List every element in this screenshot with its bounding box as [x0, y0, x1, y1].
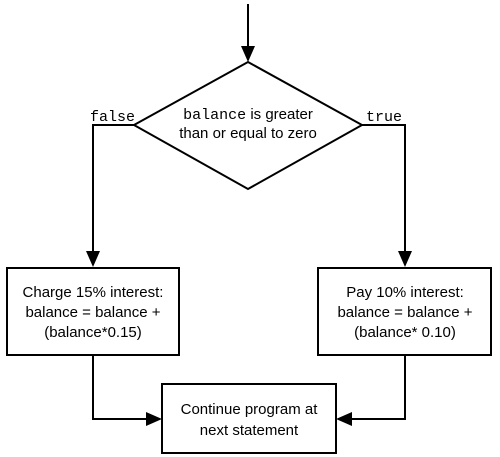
true-branch: true — [362, 109, 412, 267]
decision-line-1-rest: is greater — [246, 106, 313, 123]
pay-interest-box: Pay 10% interest: balance = balance + (b… — [317, 267, 492, 356]
false-branch: false — [86, 109, 135, 267]
decision-diamond — [131, 60, 365, 191]
charge-interest-line-3: (balance*0.15) — [44, 324, 142, 341]
true-label: true — [366, 109, 402, 126]
continue-program-line-1: Continue program at — [181, 401, 319, 418]
pay-interest-line-1: Pay 10% interest: — [346, 284, 464, 301]
decision-keyword: balance — [183, 107, 246, 124]
charge-interest-box: Charge 15% interest: balance = balance +… — [6, 267, 180, 356]
continue-program-box: Continue program at next statement — [161, 383, 337, 454]
right-to-end-connector — [336, 355, 406, 426]
decision-text-line-1: balance is greater — [183, 106, 313, 124]
left-to-end-connector — [92, 355, 162, 426]
charge-interest-line-1: Charge 15% interest: — [23, 284, 164, 301]
pay-interest-line-3: (balance* 0.10) — [354, 324, 456, 341]
entry-arrow — [241, 4, 255, 62]
charge-interest-line-2: balance = balance + — [25, 304, 160, 321]
pay-interest-line-2: balance = balance + — [337, 304, 472, 321]
decision-text-line-2: than or equal to zero — [179, 125, 317, 142]
decision-node: balance is greater than or equal to zero — [131, 60, 365, 191]
false-label: false — [90, 109, 135, 126]
continue-program-line-2: next statement — [200, 422, 299, 439]
